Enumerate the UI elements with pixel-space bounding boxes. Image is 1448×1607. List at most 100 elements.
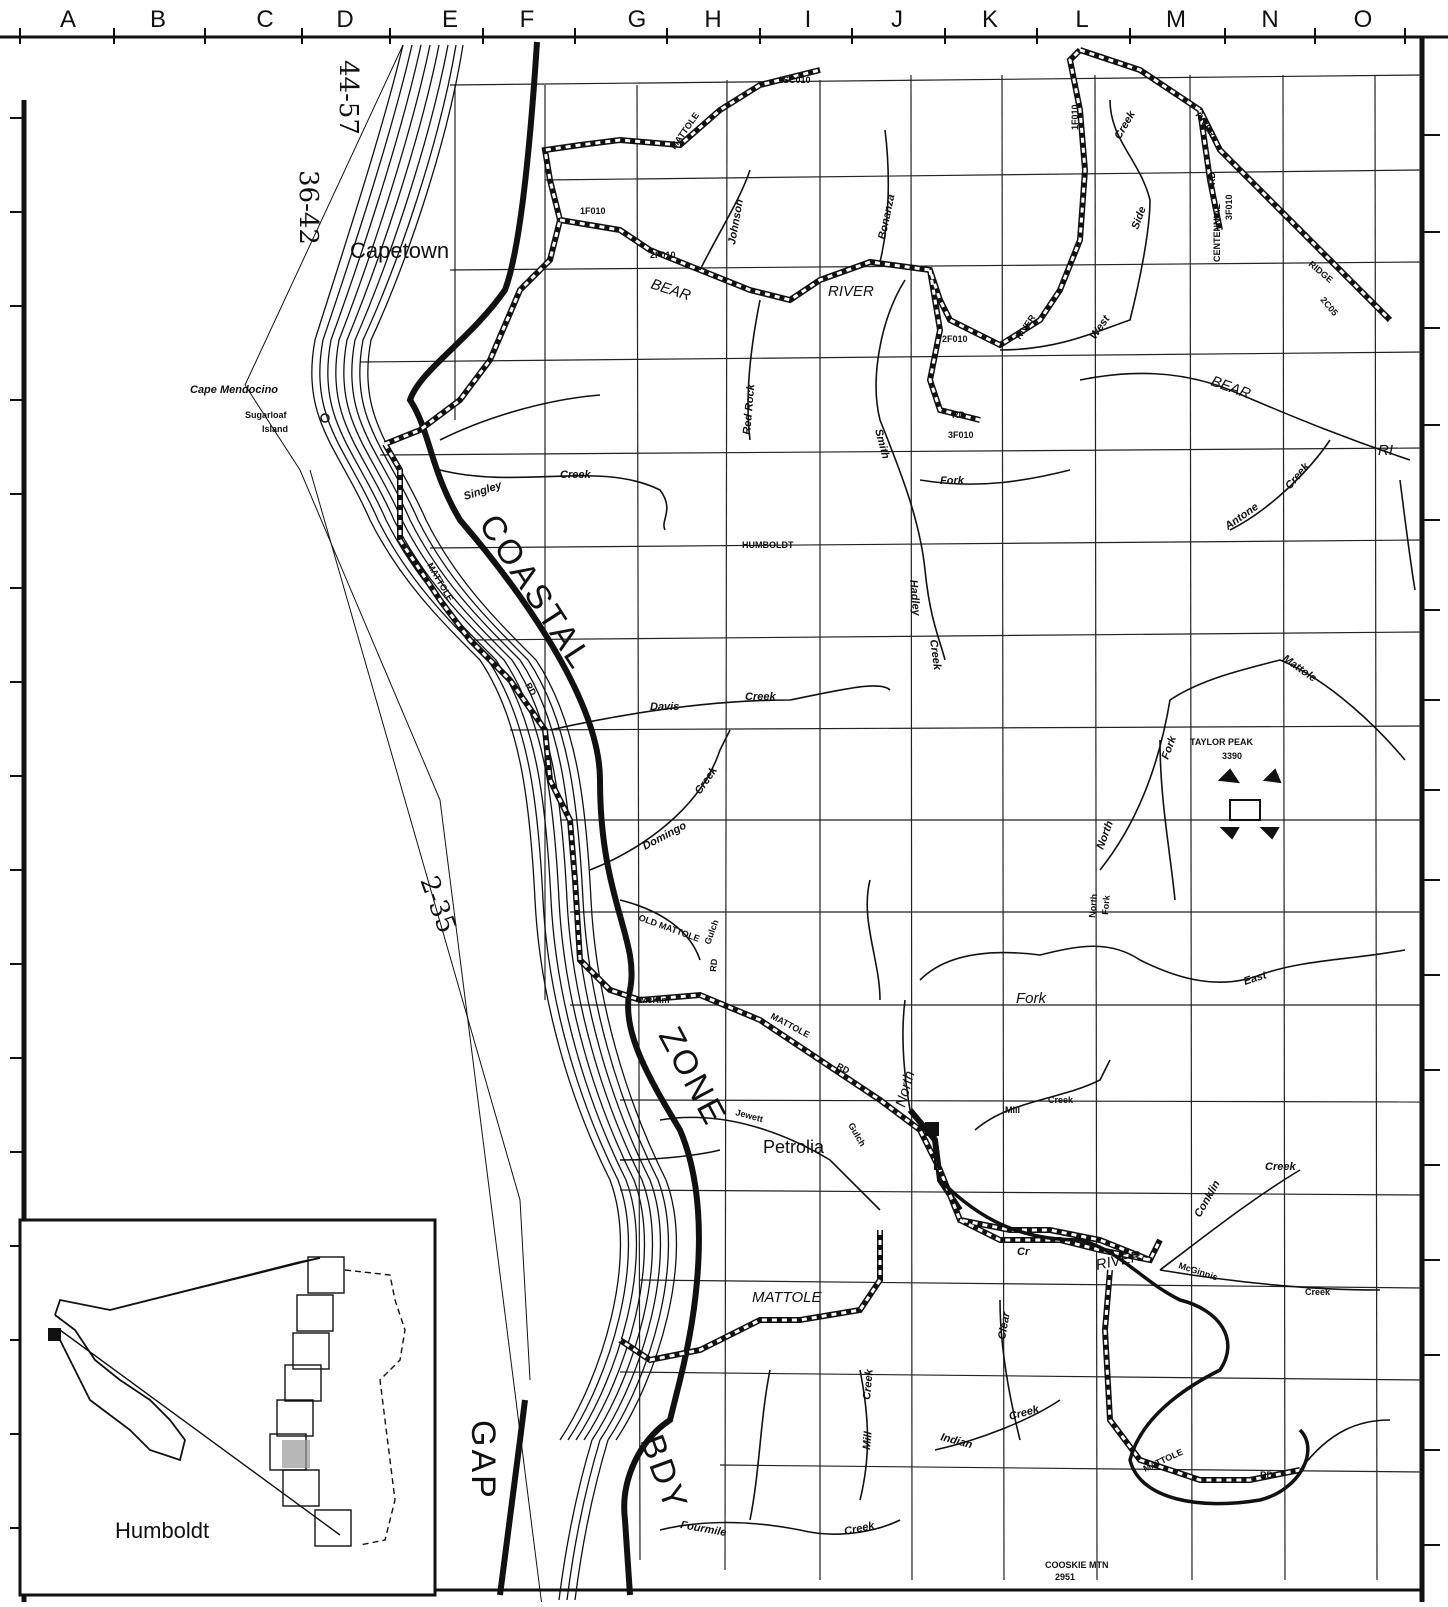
old-mattole-gulch: Gulch	[702, 918, 720, 945]
creek-north: North	[1095, 819, 1116, 851]
creek-mattole-ne: Mattole	[1280, 653, 1318, 685]
creek-smith-fork: Fork	[940, 475, 965, 487]
column-labels: A B C D E F G H I J K L M N O	[60, 6, 1372, 33]
creek-jewett: Jewett	[734, 1107, 764, 1124]
creek-domingo-creek: Creek	[693, 764, 721, 797]
road-rd-j: RD	[952, 410, 965, 420]
inset-locator-map: Humboldt	[18, 1218, 437, 1597]
coastal-zone-word-coastal: COASTAL	[471, 508, 599, 677]
road-code-8: 2F010	[650, 250, 676, 260]
col-c: C	[256, 6, 273, 33]
creek-fork-2: Fork	[1100, 894, 1112, 915]
column-ticks	[19, 28, 1406, 44]
creek-ne-label: Creek	[1112, 108, 1138, 141]
col-l: L	[1075, 6, 1088, 33]
road-code-2: 1F010	[580, 206, 606, 216]
creek-fourmile-creek: Creek	[843, 1520, 876, 1538]
creek-mill-1: Mill	[1005, 1105, 1020, 1115]
creek-hadley: Hadley	[907, 579, 922, 617]
creek-davis: Davis	[650, 701, 679, 713]
road-centennial: CENTENNIAL	[1212, 203, 1222, 262]
road-code-7: 2C05	[1318, 295, 1339, 318]
col-m: M	[1166, 6, 1186, 33]
creek-bonanza: Bonanza	[876, 193, 897, 240]
row-ticks	[10, 117, 1440, 1546]
creek-cr: Cr	[1017, 1246, 1030, 1258]
cape-mendocino-label: Cape Mendocino	[190, 384, 278, 396]
road-code-4: 3F010	[1224, 194, 1234, 220]
road-rd-center: RD	[708, 958, 719, 972]
construction-lines	[244, 44, 543, 1607]
col-g: G	[628, 6, 647, 33]
creek-north-3: North	[892, 1069, 918, 1109]
col-h: H	[704, 6, 721, 33]
taylor-peak-label: TAYLOR PEAK	[1190, 737, 1254, 747]
col-d: D	[336, 6, 353, 33]
island-label: Island	[262, 424, 288, 434]
col-o: O	[1354, 6, 1373, 33]
road-network	[382, 47, 1393, 1483]
col-k: K	[982, 6, 998, 33]
coastal-zone-word-zone: ZONE	[651, 1021, 735, 1133]
col-e: E	[442, 6, 458, 33]
creek-north-2: North	[1087, 893, 1099, 918]
col-j: J	[891, 6, 903, 33]
road-code-3: 1F010	[1070, 104, 1080, 130]
creek-jewett-gulch: Gulch	[846, 1121, 867, 1148]
creek-singley: Singley	[462, 479, 504, 503]
coastal-zone-word-bdy: BDY	[632, 1430, 695, 1517]
creek-smith: Smith	[872, 428, 892, 461]
creek-red-rock: Red Rock	[741, 383, 757, 435]
old-mattole-label: OLD MATTOLE	[637, 912, 701, 943]
creek-davis-creek: Creek	[745, 691, 776, 703]
creek-mill-2-creek: Creek	[861, 1368, 876, 1400]
coastal-zone-boundary	[406, 41, 702, 1596]
cooskie-mtn-label: COOSKIE MTN	[1045, 1560, 1109, 1570]
handwritten-mid: 36-42	[293, 170, 323, 245]
creek-side: Side	[1130, 205, 1149, 231]
creek-antone: Antone	[1222, 501, 1261, 533]
handwritten-top: 44-57	[333, 60, 363, 135]
handwritten-lower: 2-35	[413, 872, 461, 937]
coastal-zone-word-gap: GAP	[464, 1420, 502, 1501]
creek-mcginnis: McGinnis	[1177, 1260, 1219, 1282]
petrolia-label: Petrolia	[763, 1137, 825, 1157]
sugarloaf-label: Sugarloaf	[245, 410, 288, 420]
col-f: F	[520, 6, 535, 33]
bear-river-label-river: RIVER	[828, 283, 874, 300]
road-code-5: 2F010	[942, 334, 968, 344]
cooskie-mtn-elevation: 2951	[1055, 1572, 1075, 1582]
road-code-6: 3F010	[948, 430, 974, 440]
bear-river-east-ri: RI	[1378, 442, 1393, 459]
creek-mckim: McKim	[640, 995, 670, 1005]
mattole-river-label: MATTOLE	[752, 1289, 822, 1306]
mattole-river	[933, 1130, 1310, 1506]
road-rd-ne: RD	[1207, 172, 1217, 185]
creek-fork-3: Fork	[1016, 990, 1048, 1007]
sugarloaf-island-symbol	[320, 413, 330, 423]
creek-east: East	[1242, 969, 1269, 988]
capetown-label: Capetown	[350, 238, 449, 263]
creek-singley-creek: Creek	[560, 469, 591, 481]
creek-mill-2: Mill	[861, 1430, 875, 1450]
col-i: I	[805, 6, 812, 33]
creek-hadley-creek: Creek	[927, 639, 943, 672]
road-rd-south: RD	[1260, 1470, 1273, 1480]
road-code-1: 1SC010	[778, 75, 811, 85]
creek-johnson: Johnson	[726, 198, 746, 245]
creek-antone-creek: Creek	[1283, 460, 1312, 492]
stream-network	[439, 99, 1416, 1535]
creek-clear: Clear	[996, 1311, 1013, 1341]
taylor-peak-summit	[1217, 768, 1282, 840]
col-a: A	[60, 6, 76, 33]
creek-domingo: Domingo	[641, 820, 689, 853]
bear-river-east-bear: BEAR	[1209, 373, 1253, 403]
col-n: N	[1261, 6, 1278, 33]
inset-humboldt-label: Humboldt	[115, 1518, 209, 1543]
coastline	[311, 44, 678, 1601]
bear-river-label-bear: BEAR	[649, 276, 693, 305]
creek-conklin: Conklin	[1192, 1178, 1223, 1219]
petrolia-symbol	[925, 1122, 939, 1170]
